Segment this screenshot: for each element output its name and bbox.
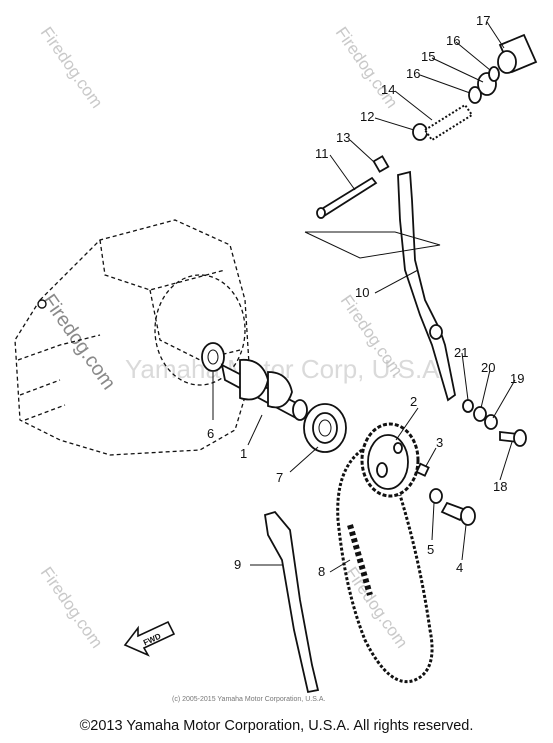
callout-9: 9 [234,557,241,572]
part-9-chain-guide [263,510,320,694]
callout-2: 2 [410,394,417,409]
callout-15: 15 [421,49,435,64]
leader-lines [212,21,516,573]
fwd-arrow: FWD [123,620,176,657]
callout-10: 10 [355,285,369,300]
callout-6: 6 [207,426,214,441]
part-4-bolt [440,501,476,526]
callout-4: 4 [456,560,463,575]
callout-13: 13 [336,130,350,145]
part-13-spring [372,155,390,173]
callout-labels: 1 2 3 4 5 6 7 8 9 10 11 12 13 14 15 16 1… [207,13,524,579]
callout-5: 5 [427,542,434,557]
callout-20: 20 [481,360,495,375]
callout-7: 7 [276,470,283,485]
part-1-camshaft [220,358,308,421]
part-11-tensioner-rod [304,176,441,259]
part-7-bearing [303,403,347,453]
part-16-o-ring-upper [488,66,500,82]
callout-17: 17 [476,13,490,28]
part-8-cam-chain [336,448,434,683]
callout-21: 21 [454,345,468,360]
callout-11: 11 [315,146,329,161]
callout-18: 18 [493,479,507,494]
watermark-bottom-right: Firedog.com [342,563,412,651]
copyright-footer: ©2013 Yamaha Motor Corporation, U.S.A. A… [79,718,474,734]
part-19-washer [484,414,498,430]
callout-8: 8 [318,564,325,579]
part-16-o-ring-lower [468,86,482,104]
callout-14: 14 [381,82,395,97]
part-17-cap [497,33,538,74]
part-18-bolt [499,429,527,447]
callout-1: 1 [240,446,247,461]
watermark-bottom-left: Firedog.com [37,563,107,651]
part-20-nut [473,406,487,422]
part-3-pin [415,462,430,477]
part-21-washer [462,399,474,413]
watermark-mid-left: Firedog.com [38,290,120,394]
part-10-tensioner-guide [397,170,456,402]
cylinder-head [14,219,251,456]
callout-3: 3 [436,435,443,450]
callout-16-upper: 16 [446,33,460,48]
watermark-top-left: Firedog.com [37,23,107,111]
callout-19: 19 [510,371,524,386]
parts-diagram: Firedog.com Firedog.com Firedog.com Fire… [14,13,538,703]
callout-12: 12 [360,109,374,124]
part-14-spring [423,103,474,142]
part-5-washer [429,488,443,504]
diagram-copyright: (c) 2005-2015 Yamaha Motor Corporation, … [172,696,325,703]
part-2-sprocket [360,422,420,498]
watermark-top-right: Firedog.com [332,23,402,111]
part-12-washer [412,123,428,141]
callout-16-lower: 16 [406,66,420,81]
part-6-bearing [201,342,225,372]
